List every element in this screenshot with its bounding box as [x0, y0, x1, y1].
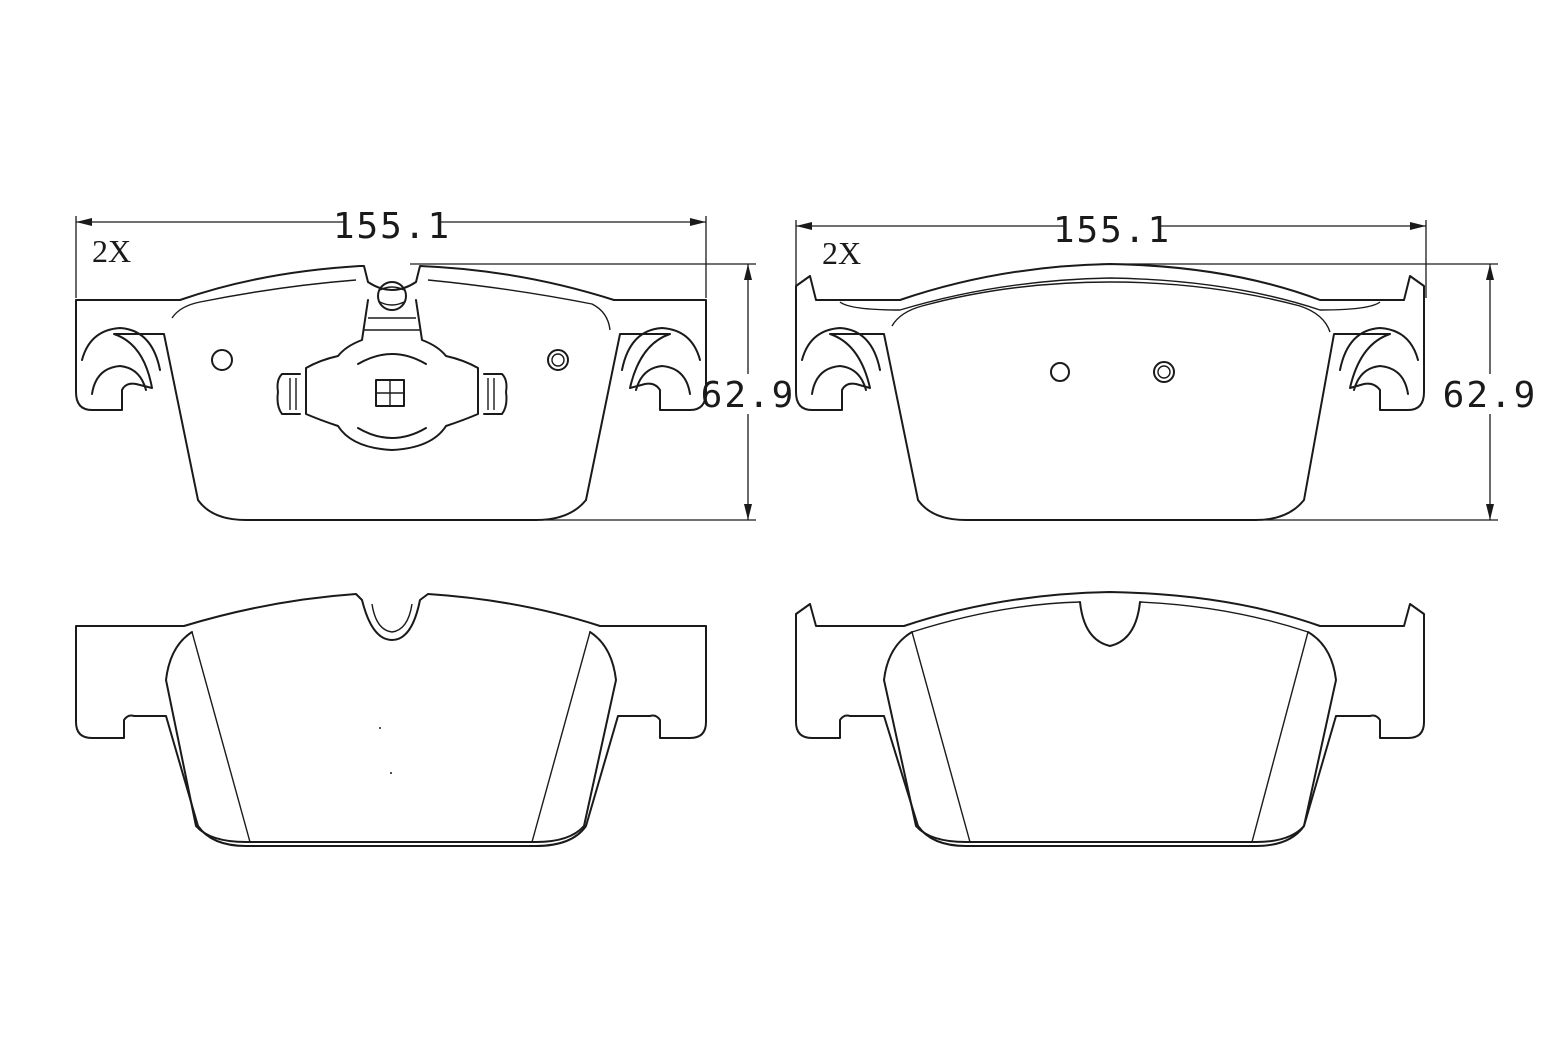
rivet-hole: [1157, 365, 1171, 379]
width-dimension-right: 155.1: [795, 208, 1427, 298]
right-ear: [621, 327, 701, 395]
friction-material-outline: [165, 631, 617, 843]
center-mark: [379, 727, 381, 729]
height-dimension-label: 62.9: [701, 375, 796, 416]
pad-view-top-right: 155.1 2X 62.9: [795, 208, 1538, 521]
pad-view-bottom-right: [795, 591, 1425, 847]
rivet-hole: [547, 349, 569, 371]
friction-side-outline: [795, 591, 1425, 847]
rivet-hole: [1050, 362, 1070, 382]
chamfer-line: [1251, 631, 1309, 843]
width-dimension-label: 155.1: [1053, 210, 1171, 251]
chamfer-line: [531, 631, 591, 843]
friction-outline: [891, 281, 1331, 333]
friction-side-outline: [75, 593, 707, 847]
inner-lip: [911, 601, 1309, 633]
right-ear: [1339, 327, 1419, 395]
quantity-label: 2X: [822, 235, 861, 271]
friction-material-outline: [883, 631, 1337, 843]
inner-outline: [839, 277, 1381, 311]
rivet-hole: [211, 349, 233, 371]
pad-view-bottom-left: [75, 593, 707, 847]
backing-plate-outline: [795, 263, 1425, 521]
quantity-label: 2X: [92, 233, 131, 269]
slot-outline: [371, 603, 413, 633]
inner-outline: [171, 279, 611, 331]
center-mark: [390, 772, 392, 774]
left-ear: [81, 327, 161, 395]
wear-sensor-clip: [276, 281, 508, 451]
height-dimension-left: 62.9: [410, 263, 796, 521]
chamfer-line: [911, 631, 971, 843]
left-ear: [801, 327, 881, 395]
height-dimension-right: 62.9: [1100, 263, 1538, 521]
height-dimension-label: 62.9: [1443, 375, 1538, 416]
center-notch: [1079, 601, 1141, 647]
rivet-hole: [1153, 361, 1175, 383]
width-dimension-label: 155.1: [333, 206, 451, 247]
width-dimension-left: 155.1: [75, 204, 707, 298]
chamfer-line: [191, 631, 251, 843]
rivet-hole: [551, 353, 565, 367]
pad-view-top-left: 155.1 2X 62.9: [75, 204, 796, 521]
